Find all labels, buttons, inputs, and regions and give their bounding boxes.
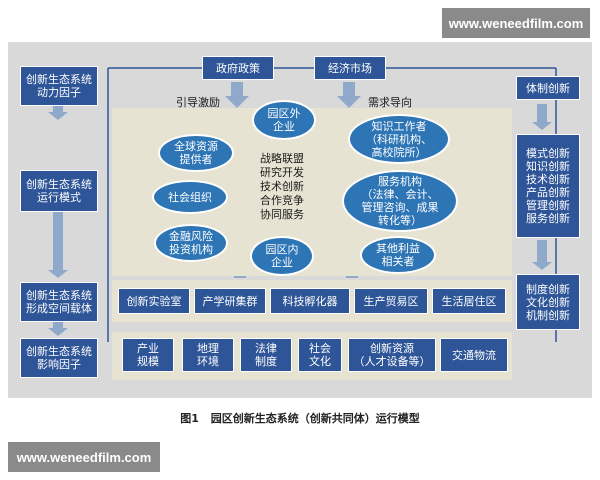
node-social-organizations: 社会组织 (152, 180, 228, 214)
label-guide-incentive: 引导激励 (176, 96, 220, 109)
factor-geography: 地理 环境 (182, 338, 234, 372)
node-outside-enterprises: 园区外 企业 (252, 100, 316, 140)
left-box-spatial-carrier: 创新生态系统 形成空间载体 (20, 282, 98, 322)
left-box-influence-factors: 创新生态系统 影响因子 (20, 338, 98, 378)
right-box-mode-innovations: 模式创新 知识创新 技术创新 产品创新 管理创新 服务创新 (516, 134, 580, 238)
carrier-trade-zone: 生产贸易区 (354, 288, 428, 314)
figure-title: 园区创新生态系统（创新共同体）运行模型 (210, 412, 420, 425)
factor-industry-scale: 产业 规模 (122, 338, 174, 372)
carrier-residential-zone: 生活居住区 (432, 288, 506, 314)
left-down-arrow-2 (48, 210, 68, 278)
node-inside-enterprises: 园区内 企业 (250, 236, 314, 276)
left-box-operation-mode: 创新生态系统 运行模式 (20, 170, 98, 212)
node-global-resource-providers: 全球资源 提供者 (158, 134, 234, 172)
figure-number: 图1 (180, 412, 199, 425)
figure-caption: 图1 园区创新生态系统（创新共同体）运行模型 (0, 410, 600, 426)
carrier-incubator: 科技孵化器 (270, 288, 350, 314)
node-finance-investment: 金融风险 投资机构 (154, 224, 228, 262)
label-demand-oriented: 需求导向 (368, 96, 412, 109)
factor-transport-logistics: 交通物流 (440, 338, 508, 372)
factor-social-culture: 社会 文化 (298, 338, 342, 372)
node-service-agencies: 服务机构 （法律、会计、 管理咨询、成果 转化等） (342, 170, 458, 232)
node-other-stakeholders: 其他利益 相关者 (360, 236, 436, 274)
carrier-industry-cluster: 产学研集群 (194, 288, 266, 314)
box-economic-market: 经济市场 (314, 56, 386, 80)
carrier-innovation-lab: 创新实验室 (118, 288, 190, 314)
center-activities: 战略联盟 研究开发 技术创新 合作竞争 协同服务 (260, 152, 304, 221)
box-government-policy: 政府政策 (202, 56, 274, 80)
watermark-top: www.weneedfilm.com (442, 8, 590, 38)
arrow-policy-down (225, 82, 249, 108)
watermark-bottom: www.weneedfilm.com (8, 442, 160, 472)
factor-legal-system: 法律 制度 (240, 338, 292, 372)
right-down-arrow-1 (532, 104, 552, 130)
right-box-system-innovation: 体制创新 (516, 76, 580, 100)
right-box-institution-innovations: 制度创新 文化创新 机制创新 (516, 274, 580, 330)
arrow-market-down (337, 82, 361, 108)
left-box-driving-factors: 创新生态系统 动力因子 (20, 66, 98, 106)
factor-innovation-resources: 创新资源 （人才设备等） (348, 338, 436, 372)
node-knowledge-workers: 知识工作者 （科研机构、 高校院所） (348, 114, 450, 164)
innovation-ecosystem-diagram: 创新生态系统 动力因子 创新生态系统 运行模式 创新生态系统 形成空间载体 创新… (8, 42, 592, 398)
left-down-arrow-1 (48, 104, 68, 120)
right-down-arrow-2 (532, 240, 552, 270)
left-down-arrow-3 (48, 320, 68, 336)
